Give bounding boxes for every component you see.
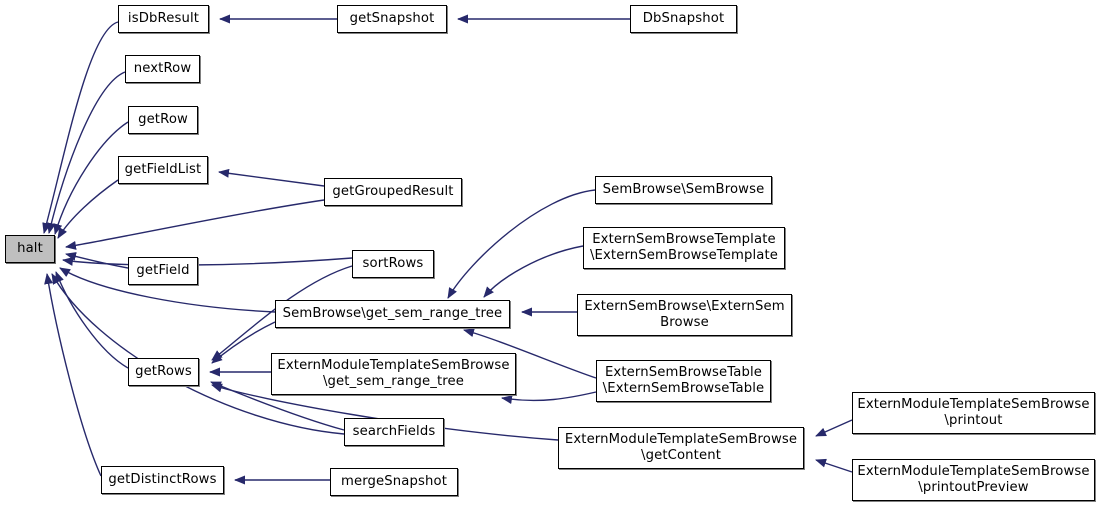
- node-label: ExternModuleTemplateSemBrowse \get_sem_r…: [277, 357, 510, 389]
- node-label: getRows: [135, 363, 192, 379]
- node-label: getField: [136, 262, 190, 278]
- node-label: ExternSemBrowseTemplate \ExternSemBrowse…: [589, 231, 779, 263]
- node-searchFields[interactable]: searchFields: [344, 418, 444, 446]
- node-getField[interactable]: getField: [128, 257, 198, 285]
- edge-getField-halt: [65, 252, 129, 269]
- node-label: getDistinctRows: [108, 471, 217, 487]
- edge-getGroupedResult-halt: [65, 199, 325, 250]
- node-label: getGroupedResult: [332, 183, 454, 199]
- node-getRow[interactable]: getRow: [128, 106, 198, 134]
- edge-isDbResult-halt: [42, 21, 119, 234]
- node-sembrowse-sembrowse[interactable]: SemBrowse\SemBrowse: [595, 176, 772, 204]
- node-getGroupedResult[interactable]: getGroupedResult: [324, 178, 462, 206]
- edge-getFieldList-halt: [57, 179, 119, 239]
- node-externmoduletemplatesembrowse-printout[interactable]: ExternModuleTemplateSemBrowse \printout: [852, 392, 1095, 434]
- node-label: nextRow: [133, 60, 192, 76]
- node-externmoduletemplatesembrowse-get-sem-range-tree[interactable]: ExternModuleTemplateSemBrowse \get_sem_r…: [271, 353, 516, 395]
- node-DbSnapshot[interactable]: DbSnapshot: [630, 5, 737, 33]
- edge-searchFields-getRows: [210, 381, 345, 431]
- node-label: getSnapshot: [349, 10, 435, 26]
- edge-extSemBrowseTable-extModTplRangeTree: [501, 391, 597, 405]
- edge-semRangeTree-getRows: [211, 321, 276, 364]
- node-label: sortRows: [362, 255, 424, 271]
- node-label: SemBrowse\get_sem_range_tree: [282, 305, 503, 321]
- node-label: getRow: [138, 111, 188, 127]
- node-label: SemBrowse\SemBrowse: [602, 181, 765, 197]
- edge-extSemBrowseTable-semRangeTree: [463, 328, 597, 379]
- node-sortRows[interactable]: sortRows: [352, 250, 434, 278]
- edge-sortRows-halt: [62, 256, 353, 266]
- node-label: ExternModuleTemplateSemBrowse \printout: [857, 396, 1090, 428]
- edge-nextRow-halt: [46, 71, 126, 234]
- node-externsembrowsetable[interactable]: ExternSemBrowseTable \ExternSemBrowseTab…: [596, 360, 771, 402]
- edge-printout-getContent: [815, 419, 853, 437]
- node-label: DbSnapshot: [642, 10, 725, 26]
- node-getFieldList[interactable]: getFieldList: [118, 156, 208, 184]
- node-getRows[interactable]: getRows: [128, 358, 199, 386]
- edge-getContent-getRows: [211, 383, 559, 441]
- node-label: halt: [17, 240, 43, 256]
- node-halt[interactable]: halt: [5, 235, 55, 263]
- node-getSnapshot[interactable]: getSnapshot: [337, 5, 447, 33]
- node-mergeSnapshot[interactable]: mergeSnapshot: [330, 468, 458, 496]
- node-externsembrowse[interactable]: ExternSemBrowse\ExternSem Browse: [577, 294, 792, 336]
- node-label: ExternModuleTemplateSemBrowse \getConten…: [564, 431, 798, 463]
- node-getDistinctRows[interactable]: getDistinctRows: [101, 466, 224, 494]
- node-label: searchFields: [352, 423, 436, 439]
- node-isDbResult[interactable]: isDbResult: [118, 5, 209, 33]
- node-label: ExternSemBrowse\ExternSem Browse: [584, 298, 785, 330]
- edge-getGroupedResult-getFieldList: [218, 168, 325, 187]
- edge-getRows-halt: [55, 271, 129, 369]
- node-label: mergeSnapshot: [341, 473, 447, 489]
- node-externmoduletemplatesembrowse-getcontent[interactable]: ExternModuleTemplateSemBrowse \getConten…: [558, 427, 804, 469]
- edge-semRangeTree-halt: [59, 267, 276, 313]
- node-externsembrowsetemplate[interactable]: ExternSemBrowseTemplate \ExternSemBrowse…: [583, 227, 785, 269]
- node-nextRow[interactable]: nextRow: [125, 55, 200, 83]
- node-label: isDbResult: [127, 10, 200, 26]
- edge-printoutPreview-getContent: [815, 458, 853, 473]
- node-sembrowse-get-sem-range-tree[interactable]: SemBrowse\get_sem_range_tree: [275, 300, 510, 328]
- node-label: ExternSemBrowseTable \ExternSemBrowseTab…: [602, 364, 765, 396]
- edge-getDistinctRows-halt: [44, 273, 102, 477]
- node-externmoduletemplatesembrowse-printoutpreview[interactable]: ExternModuleTemplateSemBrowse \printoutP…: [852, 459, 1095, 501]
- edge-getRow-halt: [53, 121, 129, 235]
- edge-semBrowseSemBrowse-semRangeTree: [447, 189, 596, 299]
- edge-extSemBrowseTemplate-semRangeTree: [483, 245, 584, 298]
- node-label: ExternModuleTemplateSemBrowse \printoutP…: [857, 463, 1090, 495]
- node-label: getFieldList: [124, 161, 202, 177]
